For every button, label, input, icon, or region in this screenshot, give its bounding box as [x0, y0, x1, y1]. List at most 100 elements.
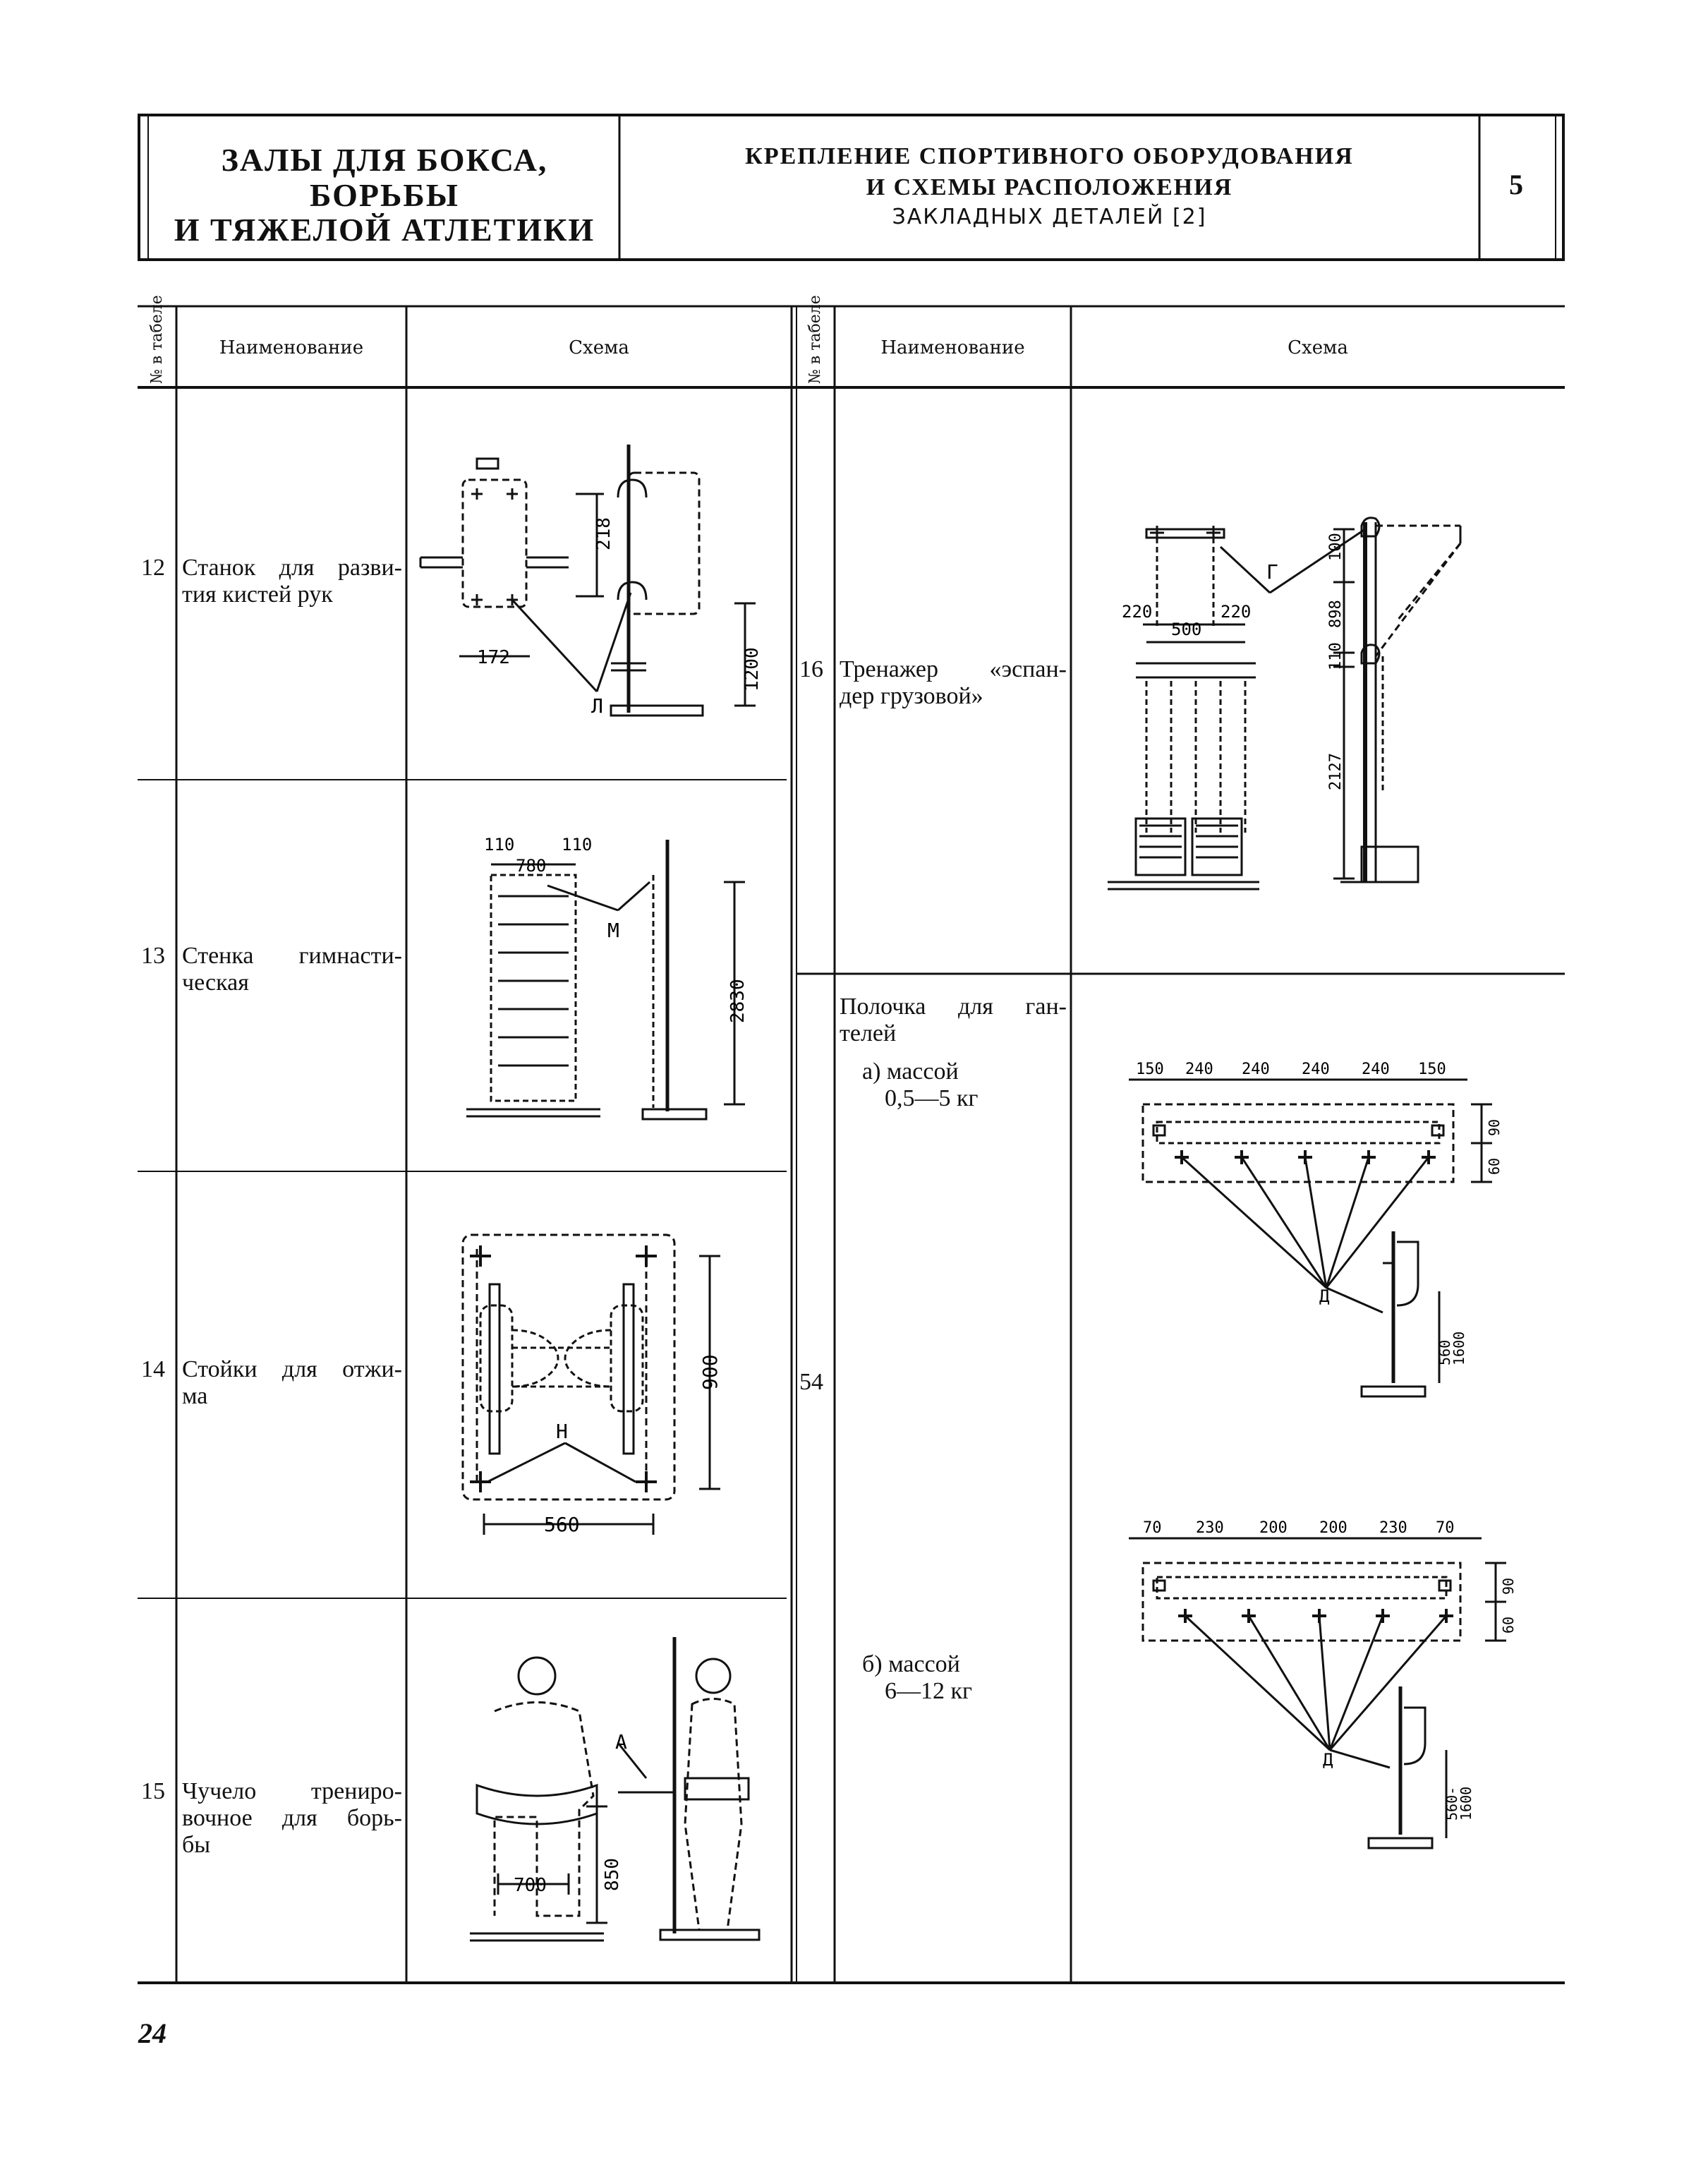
mark-n: Н	[556, 1420, 568, 1443]
item-subtype-b: б) массой 6—12 кг	[862, 1651, 1060, 1705]
dim-2830: 2830	[727, 979, 749, 1023]
sheet-title: КРЕПЛЕНИЕ СПОРТИВНОГО ОБОРУДОВАНИЯ И СХЕ…	[624, 141, 1474, 231]
item-name: Станок для разви- тия кистей рук	[182, 555, 402, 608]
item-name-line: Полочка для ган-	[840, 994, 1067, 1020]
row-number: 16	[799, 656, 823, 682]
header-frame	[138, 114, 1565, 261]
dim-top: 200	[1259, 1519, 1288, 1537]
dim-2127: 2127	[1327, 753, 1345, 790]
dim-top: 240	[1302, 1061, 1330, 1078]
item-subtype-line: 6—12 кг	[885, 1678, 972, 1705]
item-name: Стойки для отжи- ма	[182, 1356, 402, 1410]
item-name: Полочка для ган- телей	[840, 994, 1067, 1047]
dim-top: 70	[1143, 1519, 1162, 1537]
page-number: 24	[138, 2017, 166, 2049]
dim-top: 240	[1185, 1061, 1213, 1078]
dim-220-left: 220	[1122, 602, 1152, 622]
item-name: Чучело трениро- вочное для борь- бы	[182, 1778, 402, 1859]
dim-900: 900	[698, 1354, 722, 1390]
dim-560: 560	[544, 1513, 580, 1536]
mark-a: А	[615, 1730, 627, 1753]
mark-l: Л	[591, 694, 603, 718]
dim-top: 150	[1418, 1061, 1446, 1078]
dim-60: 60	[1500, 1617, 1517, 1634]
dim-100: 100	[1327, 533, 1345, 561]
scheme-dumbbell-shelf-a: 150 240 240 240 240 150 90 60 560 1600 Д	[1129, 1061, 1503, 1398]
dim-172: 172	[477, 647, 510, 668]
dim-60: 60	[1486, 1158, 1503, 1175]
item-name-line: дер грузовой»	[840, 683, 983, 710]
dim-500: 500	[1171, 620, 1201, 639]
section-title-line-2: БОРЬБЫ	[310, 176, 459, 213]
item-name-line: Стенка гимнасти-	[182, 943, 402, 969]
dim-top: 150	[1136, 1061, 1164, 1078]
row-number: 54	[799, 1369, 823, 1395]
scheme-wall-bars: 110 110 780 2830 М	[466, 835, 749, 1121]
item-subtype-line: б) массой	[862, 1651, 960, 1677]
section-title-line-3: И ТЯЖЕЛОЙ АТЛЕТИКИ	[174, 212, 595, 248]
col-header-scheme: Схема	[569, 337, 629, 358]
col-header-name: Наименование	[219, 337, 364, 358]
mark-m: М	[607, 919, 619, 942]
mark-g: Г	[1266, 560, 1278, 584]
sheet-title-line-1: КРЕПЛЕНИЕ СПОРТИВНОГО ОБОРУДОВАНИЯ	[745, 143, 1354, 169]
col-header-number-right: № в табеле	[806, 295, 824, 384]
item-name-line: бы	[182, 1832, 211, 1859]
dim-90: 90	[1500, 1578, 1517, 1595]
col-header-scheme-right: Схема	[1288, 337, 1348, 358]
dim-90: 90	[1486, 1119, 1503, 1136]
section-title: ЗАЛЫ ДЛЯ БОКСА, БОРЬБЫ И ТЯЖЕЛОЙ АТЛЕТИК…	[152, 143, 617, 248]
item-name-line: Стойки для отжи-	[182, 1356, 402, 1382]
item-name-line: Тренажер «эспан-	[840, 656, 1067, 682]
row-number: 13	[141, 943, 165, 969]
dim-220-right: 220	[1221, 602, 1251, 622]
dim-218: 218	[593, 517, 614, 550]
mark-d: Д	[1323, 1750, 1333, 1770]
sheet-title-line-2: И СХЕМЫ РАСПОЛОЖЕНИЯ	[866, 174, 1233, 201]
dim-850: 850	[602, 1858, 623, 1891]
dim-560: 560-	[1443, 1787, 1460, 1821]
dim-560: 560	[1436, 1340, 1453, 1365]
dim-top: 70	[1436, 1519, 1455, 1537]
scheme-dumbbell-shelf-b: 70 230 200 200 230 70 90 60 560- 1600 Д	[1129, 1519, 1517, 1849]
dim-780: 780	[516, 856, 546, 876]
item-subtype-line: 0,5—5 кг	[885, 1085, 979, 1112]
item-name: Стенка гимнасти- ческая	[182, 943, 402, 996]
dim-1600: 1600	[1458, 1787, 1474, 1821]
dim-700: 700	[514, 1875, 547, 1896]
item-name-line: ческая	[182, 970, 249, 996]
dim-top: 240	[1242, 1061, 1270, 1078]
mark-d: Д	[1319, 1286, 1330, 1306]
dim-110: 110	[1327, 642, 1345, 670]
scheme-press-stands: 900 560 Н	[461, 1233, 722, 1536]
sheet-title-line-3: ЗАКЛАДНЫХ ДЕТАЛЕЙ [2]	[892, 205, 1207, 230]
dim-110-left: 110	[484, 835, 514, 855]
dim-898: 898	[1327, 600, 1345, 628]
col-header-number: № в табеле	[148, 295, 166, 384]
item-name: Тренажер «эспан- дер грузовой»	[840, 656, 1067, 710]
sheet-number: 5	[1509, 169, 1525, 200]
item-name-line: Станок для разви-	[182, 555, 402, 581]
dim-top: 230	[1196, 1519, 1224, 1537]
dim-top: 230	[1379, 1519, 1407, 1537]
row-number: 14	[141, 1356, 165, 1382]
item-subtype-a: а) массой 0,5—5 кг	[862, 1058, 1060, 1112]
row-number: 15	[141, 1778, 165, 1804]
row-number: 12	[141, 555, 165, 581]
item-name-line: телей	[840, 1020, 897, 1047]
dim-110-right: 110	[562, 835, 592, 855]
section-title-line-1: ЗАЛЫ ДЛЯ БОКСА,	[221, 142, 548, 178]
dim-top: 200	[1319, 1519, 1347, 1537]
dim-1600: 1600	[1450, 1332, 1467, 1365]
item-subtype-line: а) массой	[862, 1058, 959, 1085]
item-name-line: вочное для борь-	[182, 1805, 402, 1832]
dim-top: 240	[1362, 1061, 1390, 1078]
item-name-line: тия кистей рук	[182, 581, 333, 608]
item-name-line: ма	[182, 1383, 208, 1410]
scheme-weight-expander: 220 500 220 100 898 110 2127 Г	[1108, 517, 1462, 891]
item-name-line: Чучело трениро-	[182, 1778, 402, 1804]
scheme-hand-machine: 218 172 1200 Л	[419, 445, 763, 718]
dim-1200: 1200	[741, 647, 763, 692]
scheme-dummy: 700 850 А	[470, 1637, 761, 1942]
